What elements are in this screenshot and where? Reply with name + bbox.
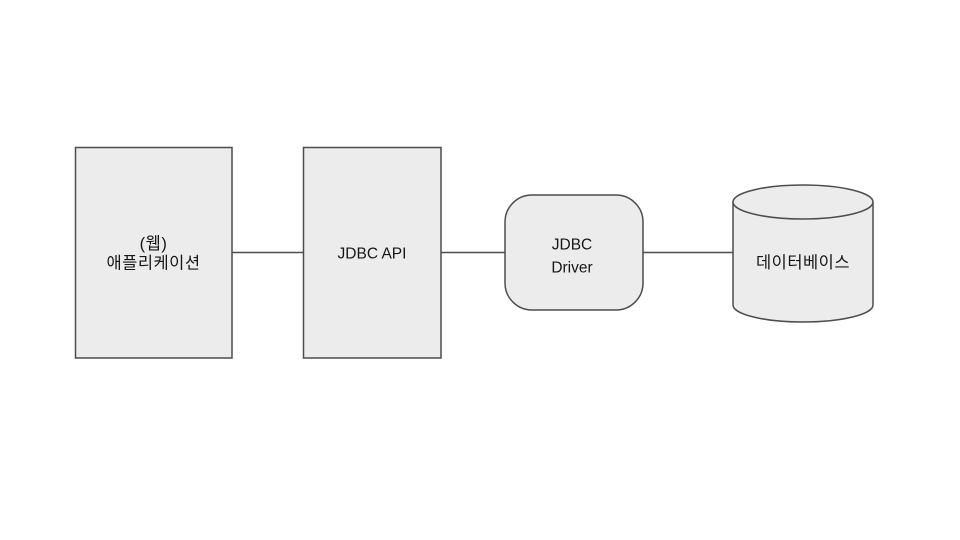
database-cylinder-body <box>732 202 874 323</box>
database-label: 데이터베이스 <box>756 253 850 272</box>
node-web-application: (웹) 애플리케이션 <box>74 146 233 359</box>
jdbc-driver-label-line1: JDBC <box>552 237 592 254</box>
web-application-label-line2: 애플리케이션 <box>106 254 200 273</box>
jdbc-driver-rounded-rectangle <box>504 194 644 311</box>
jdbc-driver-label-line2: Driver <box>551 260 592 277</box>
node-jdbc-driver: JDBC Driver <box>504 194 644 311</box>
web-application-rectangle <box>74 146 233 359</box>
node-database: 데이터베이스 <box>732 184 874 323</box>
node-jdbc-api: JDBC API <box>302 146 442 359</box>
jdbc-api-rectangle <box>302 146 442 359</box>
web-application-label-line1: (웹) <box>140 234 168 253</box>
database-cylinder-top <box>732 184 874 220</box>
jdbc-api-label: JDBC API <box>338 246 407 263</box>
